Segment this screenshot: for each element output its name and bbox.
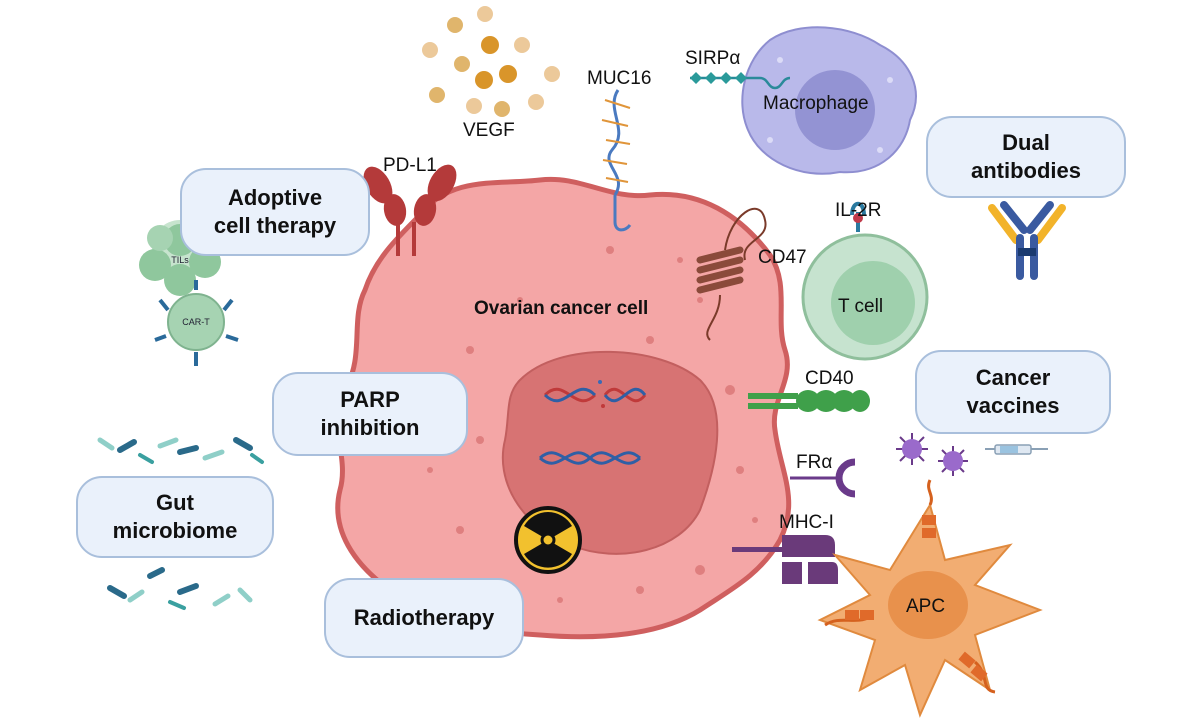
- muc16-receptor: [601, 89, 632, 232]
- vegf-label: VEGF: [463, 120, 515, 141]
- antibody-icon: [988, 201, 1066, 280]
- tils-label: TILs: [171, 255, 189, 265]
- nucleus: [501, 350, 719, 555]
- il2r-label: IL-2R: [835, 200, 882, 221]
- dna-intact-icon: [538, 451, 642, 465]
- adoptive-cell-therapy-box: Adoptive cell therapy: [180, 168, 370, 256]
- gut-microbiome-box: Gut microbiome: [76, 476, 274, 558]
- sirpa-label: SIRPα: [685, 48, 741, 69]
- macrophage-label: Macrophage: [763, 93, 869, 114]
- t-cell: [801, 233, 929, 361]
- dna-icon: [543, 380, 647, 408]
- dual-antibodies-box: Dual antibodies: [926, 116, 1126, 198]
- cd47-label: CD47: [758, 247, 807, 268]
- cancer-vaccines-box: Cancer vaccines: [915, 350, 1111, 434]
- apc-label: APC: [906, 596, 946, 617]
- sirpa-receptor: [690, 72, 791, 90]
- il2r-receptor: [850, 201, 866, 232]
- pdl1-receptor: [363, 164, 457, 256]
- radiotherapy-box: Radiotherapy: [324, 578, 524, 658]
- tcell-label: T cell: [838, 296, 884, 317]
- cd47-receptor: [696, 207, 767, 341]
- dendritic-cell-icon: [817, 479, 1043, 718]
- cd40-receptor: [748, 390, 870, 412]
- muc16-label: MUC16: [587, 68, 652, 89]
- vegf-molecules: [422, 6, 560, 117]
- cart-label: CAR-T: [182, 317, 210, 327]
- pdl1-label: PD-L1: [383, 155, 437, 176]
- macrophage-cell: [741, 26, 917, 175]
- car-t-cell-icon: [154, 280, 239, 366]
- mhc-receptor: [732, 535, 838, 584]
- vaccine-cells-icon: [896, 433, 968, 476]
- syringe-icon: [985, 444, 1048, 455]
- mhc-label: MHC-I: [779, 512, 834, 533]
- fra-receptor: [790, 458, 856, 498]
- cell-title: Ovarian cancer cell: [474, 298, 649, 319]
- cd40-label: CD40: [805, 368, 854, 389]
- radiation-icon: [514, 506, 582, 574]
- parp-inhibition-box: PARP inhibition: [272, 372, 468, 456]
- bacteria-icon: [97, 437, 264, 610]
- fra-label: FRα: [796, 452, 833, 473]
